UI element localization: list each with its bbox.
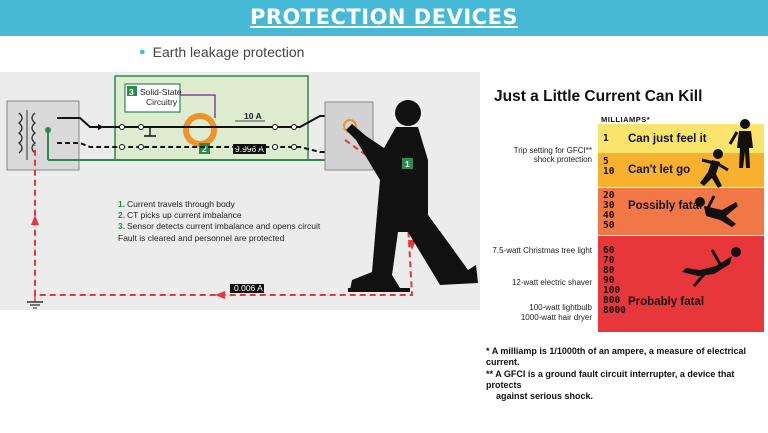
- step-1-text: Current travels through body: [127, 199, 235, 209]
- ma-value: 800: [603, 295, 621, 306]
- chart-title: Just a Little Current Can Kill: [494, 88, 703, 105]
- step-result: Fault is cleared and personnel are prote…: [118, 233, 285, 243]
- ct-number: 2: [202, 144, 207, 154]
- ma-value: 5: [603, 156, 609, 167]
- ma-value: 80: [603, 265, 615, 276]
- falling-person-icon: [695, 195, 738, 227]
- ma-value: 1: [603, 133, 609, 144]
- leak-current-label: 0.006 A: [234, 283, 263, 293]
- effect-probably-fatal: Probably fatal: [628, 296, 705, 308]
- step-3-text: Sensor detects current imbalance and ope…: [127, 221, 321, 231]
- footnote-2-text-2: against serious shock.: [496, 391, 594, 401]
- band-3-values: 20 30 40 50: [603, 191, 614, 231]
- lightbulb-label: 100-watt lightbulb: [529, 303, 592, 312]
- solid-state-number: 3: [129, 87, 134, 97]
- band-4-values: 60 70 80 90 100 800 8000: [603, 246, 626, 316]
- effect-possibly-fatal: Possibly fatal: [628, 200, 703, 212]
- body-number: 1: [405, 159, 410, 169]
- circuit-wires: [57, 113, 340, 153]
- band-cant-let-go: [598, 153, 764, 187]
- milliamps-label: MILLIAMPS*: [601, 115, 651, 124]
- collapsed-person-icon: [682, 247, 741, 287]
- ground-icon: [27, 295, 43, 309]
- step-1-num: 1.: [118, 199, 125, 209]
- ma-value: 8000: [603, 305, 626, 316]
- shaver-label: 12-watt electric shaver: [511, 278, 592, 287]
- gfci-trip-label-2: shock protection: [533, 155, 592, 164]
- gfci-trip-label: Trip setting for GFCI** shock protection: [514, 146, 592, 164]
- ma-value: 50: [603, 220, 615, 231]
- solid-state-label-2: Circuitry: [146, 97, 178, 107]
- footnote-2-text-1: A GFCI is a ground fault circuit interru…: [486, 369, 735, 390]
- effect-cant-let-go: Can't let go: [628, 164, 691, 176]
- footnote-1-mark: *: [486, 346, 490, 356]
- bullet-dot-icon: ●: [139, 46, 146, 58]
- bullet-item: ● Earth leakage protection: [139, 44, 304, 60]
- ma-value: 90: [603, 275, 615, 286]
- footnote-2: ** A GFCI is a ground fault circuit inte…: [486, 369, 768, 402]
- step-2-num: 2.: [118, 210, 125, 220]
- ma-value: 70: [603, 255, 615, 266]
- band-1-values: 1: [603, 134, 609, 144]
- current-return-label: 9.996 A: [235, 144, 264, 154]
- footnote-2-mark: **: [486, 369, 494, 379]
- band-2-values: 5 10: [603, 157, 614, 177]
- effect-can-just-feel: Can just feel it: [628, 133, 707, 145]
- step-3-num: 3.: [118, 221, 125, 231]
- gfci-trip-label-1: Trip setting for GFCI**: [513, 146, 592, 155]
- gfci-diagram: 3 Solid-State Circuitry 2 10 A 9.996 A: [0, 72, 480, 310]
- band-can-just-feel: [598, 124, 764, 153]
- xmas-light-label: 7.5-watt Christmas tree light: [492, 246, 592, 255]
- transformer: [6, 100, 80, 171]
- person-silhouette: [346, 100, 478, 292]
- ma-value: 100: [603, 285, 621, 296]
- ma-value: 30: [603, 200, 615, 211]
- step-2-text: CT picks up current imbalance: [127, 210, 242, 220]
- ma-value: 20: [603, 190, 615, 201]
- step-list: 1. Current travels through body 2. CT pi…: [118, 199, 321, 243]
- solid-state-label-1: Solid-State: [140, 87, 182, 97]
- ground-wire: [45, 127, 340, 161]
- footnote-1: * A milliamp is 1/1000th of an ampere, a…: [486, 346, 768, 368]
- ma-value: 40: [603, 210, 615, 221]
- hair-dryer-label: 1000-watt hair dryer: [520, 313, 592, 322]
- standing-person-icon: [728, 119, 753, 168]
- staggering-person-icon: [700, 149, 729, 188]
- bullet-text: Earth leakage protection: [152, 44, 305, 60]
- ma-value: 10: [603, 166, 615, 177]
- title-bar: PROTECTION DEVICES: [0, 0, 768, 36]
- ma-value: 60: [603, 245, 615, 256]
- page-title: PROTECTION DEVICES: [249, 5, 519, 29]
- footnote-1-text: A milliamp is 1/1000th of an ampere, a m…: [486, 346, 746, 367]
- band-possibly-fatal: [598, 188, 764, 235]
- current-out-label: 10 A: [244, 111, 262, 121]
